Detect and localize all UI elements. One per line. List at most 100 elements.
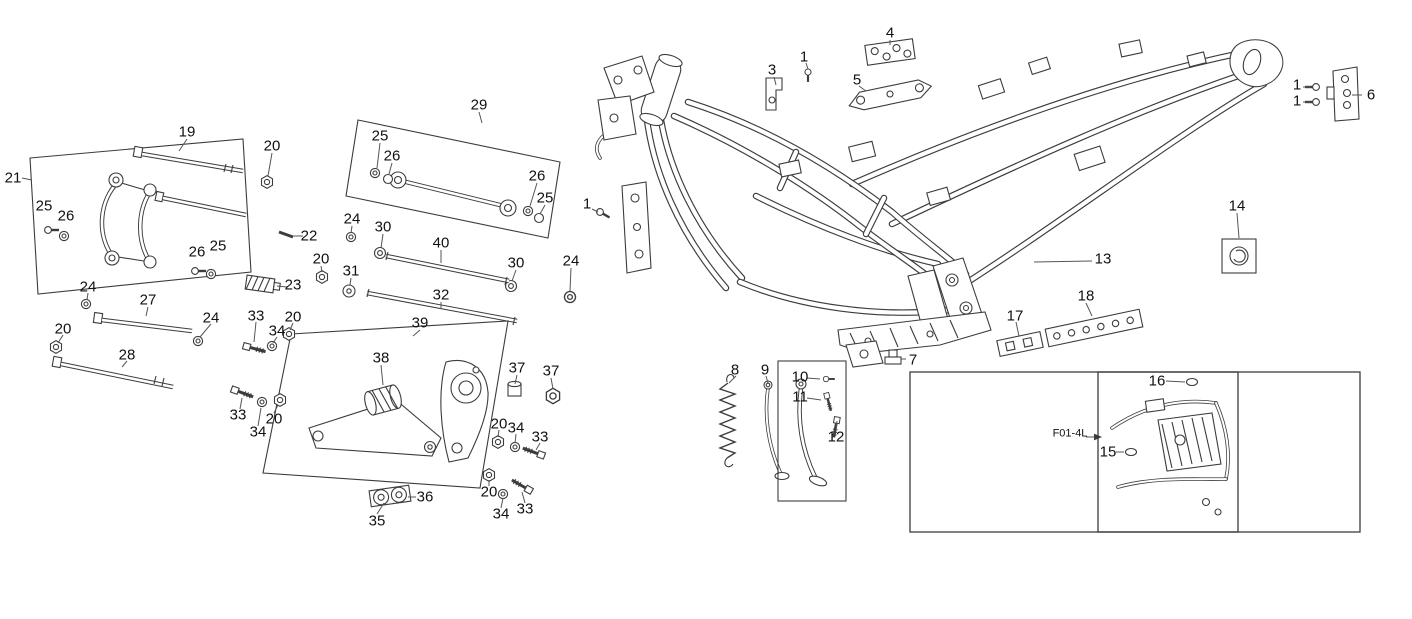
part-label-37: 37 (542, 362, 560, 380)
part-label-20: 20 (54, 320, 72, 338)
frame-bracket (1073, 145, 1106, 172)
part-label-15: 15 (1099, 443, 1117, 461)
part-20-nut (315, 270, 329, 284)
part-26-bushing (382, 173, 394, 185)
part-label-34: 34 (268, 322, 286, 340)
part-30-collar (373, 246, 387, 260)
part-label-26: 26 (383, 147, 401, 165)
part-5-bracket (848, 79, 933, 111)
part-label-29: 29 (470, 96, 488, 114)
part-label-20: 20 (490, 415, 508, 433)
part-label-20: 20 (263, 137, 281, 155)
part-36-clamp (368, 484, 412, 508)
part-33-bolt (520, 443, 548, 461)
part-15-grommet (1124, 447, 1138, 457)
part-37-cap (507, 380, 522, 397)
part-34-washer (509, 441, 521, 453)
part-18-clamp-strip (1044, 308, 1144, 348)
part-label-12: 12 (827, 428, 845, 446)
part-7-stop (884, 349, 902, 365)
part-label-6: 6 (1366, 86, 1376, 104)
part-14-grommet (1221, 238, 1257, 274)
part-label-18: 18 (1077, 287, 1095, 305)
part-34-washer (266, 340, 278, 352)
part-label-23: 23 (284, 276, 302, 294)
part-label-37: 37 (508, 359, 526, 377)
group-box-29 (345, 119, 561, 239)
part-label-F01-4L: F01-4L (1052, 427, 1088, 440)
part-label-26: 26 (188, 243, 206, 261)
part-label-1: 1 (582, 195, 592, 213)
part-label-35: 35 (368, 512, 386, 530)
part-label-1: 1 (799, 48, 809, 66)
part-label-20: 20 (312, 250, 330, 268)
part-label-31: 31 (342, 262, 360, 280)
inset-hatched-bracket (1157, 412, 1222, 472)
part-20-nut (273, 393, 287, 407)
part-25-screw (43, 225, 61, 235)
part-label-24: 24 (343, 210, 361, 228)
frame-bracket (926, 186, 952, 207)
part-label-7: 7 (908, 351, 918, 369)
part-22-pin (278, 230, 294, 239)
part-label-3: 3 (767, 61, 777, 79)
part-label-34: 34 (492, 505, 510, 523)
part-label-21: 21 (4, 169, 22, 187)
part-28-bolt (51, 355, 174, 390)
part-label-13: 13 (1094, 250, 1112, 268)
frame-bracket (1118, 39, 1143, 58)
part-6-bracket (1326, 66, 1360, 122)
part-label-24: 24 (79, 278, 97, 296)
part-label-20: 20 (284, 308, 302, 326)
part-37-capnut (545, 387, 561, 405)
part-label-34: 34 (507, 419, 525, 437)
part-label-8: 8 (730, 361, 740, 379)
part-label-1: 1 (1292, 76, 1302, 94)
frame-assembly (595, 39, 1284, 368)
part-label-30: 30 (374, 218, 392, 236)
part-16-grommet (1185, 377, 1199, 387)
kickstand-assembly-box (777, 360, 847, 502)
part-label-22: 22 (300, 227, 318, 245)
part-label-4: 4 (885, 24, 895, 42)
group-box-21 (29, 138, 252, 295)
part-20-nut (491, 435, 505, 449)
part-label-27: 27 (139, 291, 157, 309)
part-33-bolt (228, 384, 256, 402)
part-label-38: 38 (372, 349, 390, 367)
part-label-17: 17 (1006, 307, 1024, 325)
part-label-24: 24 (562, 252, 580, 270)
part-label-25: 25 (35, 197, 53, 215)
part-25-washer (369, 167, 381, 179)
part-label-19: 19 (178, 123, 196, 141)
part-11-bolt (822, 391, 835, 413)
part-label-20: 20 (480, 483, 498, 501)
part-33-bolt (240, 341, 268, 357)
frame-bracket (1027, 56, 1052, 76)
part-17-clamp-strip (996, 330, 1044, 358)
part-26-washer (522, 205, 534, 217)
part-24-washer (192, 335, 204, 347)
part-label-34: 34 (249, 423, 267, 441)
part-24-washer (80, 298, 92, 310)
inner-bolt (154, 190, 247, 218)
frame-bracket (778, 159, 802, 178)
part-19-bolt (132, 145, 244, 174)
part-label-33: 33 (229, 406, 247, 424)
part-label-9: 9 (760, 361, 770, 379)
part-40-rod (385, 251, 510, 286)
part-label-33: 33 (516, 500, 534, 518)
part-label-20: 20 (265, 410, 283, 428)
part-4-plate (864, 38, 916, 66)
part-27-bolt (92, 311, 193, 334)
part-label-30: 30 (507, 254, 525, 272)
part-label-10: 10 (791, 368, 809, 386)
part-23-adjuster (244, 274, 281, 294)
part-label-39: 39 (411, 314, 429, 332)
part-8-spring (717, 373, 738, 468)
part-label-11: 11 (792, 388, 808, 406)
part-label-24: 24 (202, 309, 220, 327)
part-label-33: 33 (531, 428, 549, 446)
